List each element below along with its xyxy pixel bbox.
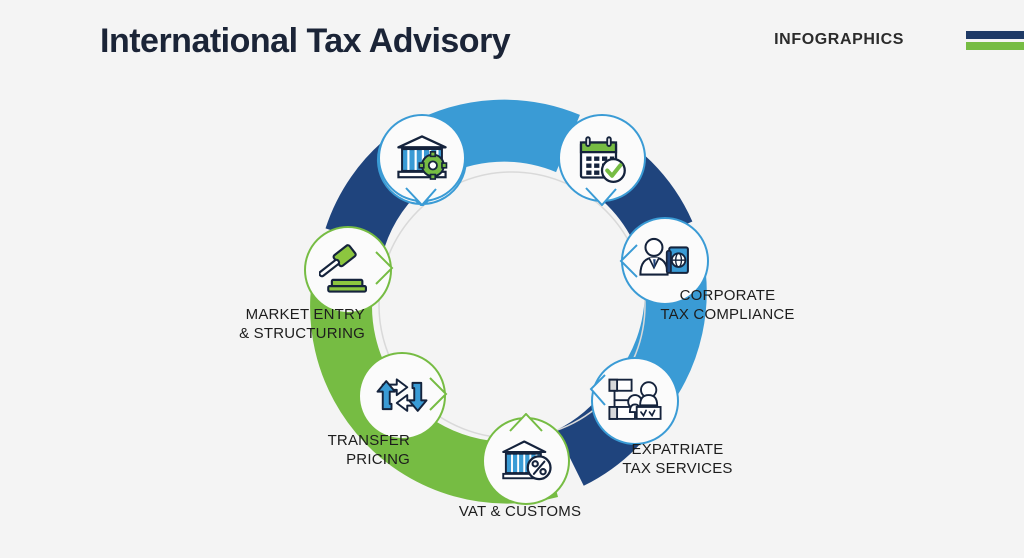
label-transfer-pricing: TRANSFER PRICING <box>327 432 410 468</box>
bank-gear-icon <box>376 114 468 206</box>
brand-logo-mark <box>966 31 1024 51</box>
label-corporate-tax-compliance: CORPORATE TAX COMPLIANCE <box>660 287 795 323</box>
brand-bar-navy <box>966 31 1024 39</box>
node-bubble-expatriate-tax-services[interactable] <box>589 355 681 447</box>
label-market-entry: MARKET ENTRY & STRUCTURING <box>239 306 365 342</box>
workflow-people-icon <box>589 355 681 447</box>
page-title: International Tax Advisory <box>100 22 511 60</box>
node-bubble-tax-calendar[interactable] <box>556 114 648 206</box>
node-bubble-bank-structuring[interactable] <box>376 114 468 206</box>
node-bubble-vat-customs[interactable] <box>480 413 572 505</box>
gavel-icon <box>302 224 394 316</box>
bubble-pin-shape <box>619 217 709 305</box>
infographics-label: INFOGRAPHICS <box>774 31 904 48</box>
shipping-container-percent-icon <box>480 413 572 505</box>
node-bubble-corporate-tax-compliance[interactable] <box>619 215 711 307</box>
brand-bar-green <box>966 42 1024 50</box>
label-vat-customs: VAT & CUSTOMS <box>458 503 582 520</box>
circular-arrows-icon <box>356 350 448 442</box>
calendar-check-icon <box>556 114 648 206</box>
node-bubble-market-entry[interactable] <box>302 224 394 316</box>
bubble-pin-shape <box>358 352 448 440</box>
bubble-pin-shape <box>304 226 394 314</box>
node-bubble-transfer-pricing[interactable] <box>356 350 448 442</box>
label-expatriate-tax-services: EXPATRIATE TAX SERVICES <box>622 441 733 477</box>
businessman-passport-icon <box>619 215 711 307</box>
